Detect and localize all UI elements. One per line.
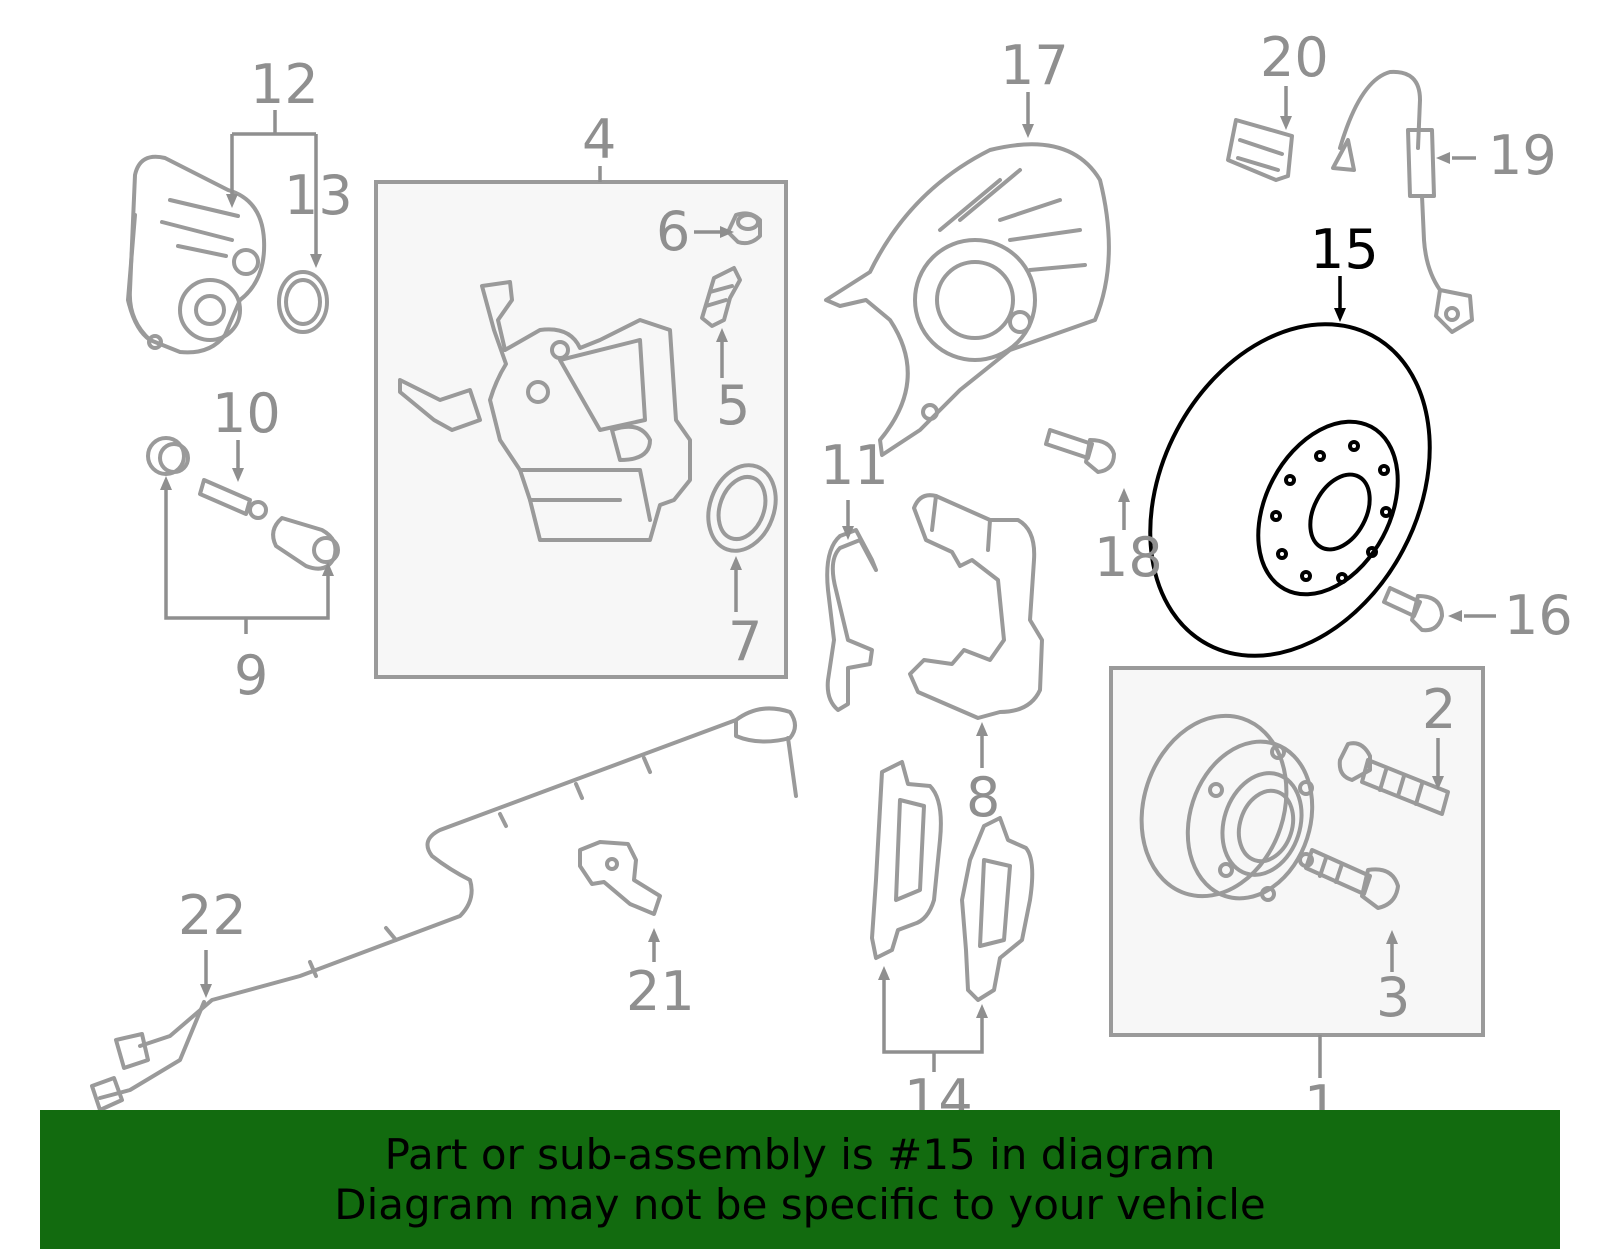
part-10-guide-pin[interactable] [198,478,268,520]
part-8-caliper-bracket[interactable] [908,493,1044,720]
callout-9: 9 [234,644,268,707]
callout-15: 15 [1310,218,1379,281]
callout-7: 7 [728,610,762,673]
callout-20: 20 [1260,26,1329,89]
callout-22: 22 [178,884,247,947]
part-9-boot-right[interactable] [271,516,340,571]
part-4-caliper[interactable] [398,280,692,542]
callout-21: 21 [626,960,695,1023]
part-19-brake-hose[interactable] [1331,69,1474,334]
callout-12: 12 [250,53,319,116]
callout-13: 13 [284,164,353,227]
callout-17: 17 [1000,34,1069,97]
caliper-assembly-box [374,180,788,679]
part-11-spring-clip[interactable] [825,528,878,712]
part-12-brake-motor[interactable] [126,154,267,355]
callout-2: 2 [1422,678,1456,741]
callout-10: 10 [212,382,281,445]
part-14-brake-pad-left[interactable] [870,760,943,960]
callout-18: 18 [1094,526,1163,589]
part-17-dust-shield[interactable] [824,142,1111,457]
callout-11: 11 [820,434,889,497]
part-2-wheel-stud[interactable] [1337,741,1450,816]
callout-3: 3 [1376,966,1410,1029]
callout-4: 4 [582,108,616,171]
part-14-brake-pad-right[interactable] [960,816,1035,1002]
part-16-bolt[interactable] [1382,586,1444,633]
part-9-boot-left[interactable] [146,436,190,476]
part-13-o-ring-inner [284,278,322,326]
info-banner: Part or sub-assembly is #15 in diagram D… [40,1110,1560,1249]
callout-19: 19 [1488,124,1557,187]
callout-5: 5 [716,374,750,437]
callout-6: 6 [656,200,690,263]
banner-line-1: Part or sub-assembly is #15 in diagram [384,1129,1216,1179]
part-6-cap[interactable] [726,211,762,246]
part-3-hub-bolt[interactable] [1304,848,1400,910]
part-21-sensor-bracket[interactable] [578,840,662,916]
part-15-brake-rotor[interactable] [1095,275,1485,704]
part-5-bleeder[interactable] [700,266,742,328]
hub-assembly-box [1109,666,1485,1037]
banner-line-2: Diagram may not be specific to your vehi… [334,1179,1266,1229]
part-22-abs-sensor-harness[interactable] [90,706,798,1112]
part-18-bolt[interactable] [1044,428,1116,474]
part-1-wheel-hub[interactable] [1119,697,1332,915]
callout-16: 16 [1504,584,1573,647]
part-7-piston-seal[interactable] [697,456,787,561]
callout-8: 8 [966,766,1000,829]
part-13-o-ring[interactable] [277,270,329,334]
leader-lines [160,86,1496,1078]
part-20-clip[interactable] [1226,118,1294,182]
